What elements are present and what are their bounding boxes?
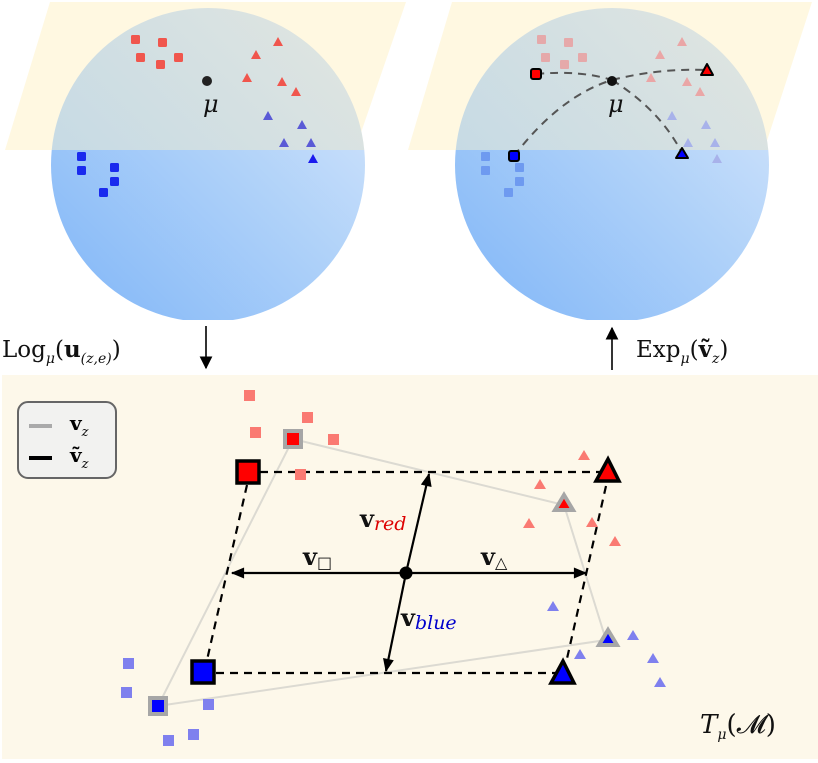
blue-triangle-point [308, 154, 318, 163]
exp-subscript: μ [680, 351, 690, 367]
red-triangle-points-faded [646, 37, 705, 96]
manifold-arg: (𝓜) [726, 710, 776, 740]
v-triangle-label: v△ [480, 542, 508, 572]
v-subscript: z [711, 351, 720, 367]
manifold-panel-left: μ [5, 2, 406, 320]
mu-label-left: μ [203, 90, 219, 118]
u-symbol: u [63, 336, 81, 363]
red-square-points [131, 35, 183, 69]
red-square-prototype [530, 68, 542, 80]
exp-map-label: Expμ(ṽz) [636, 336, 728, 367]
v-red-label: vred [359, 504, 406, 535]
tangent-space-label: Tμ(𝓜) [700, 710, 776, 743]
red-triangle-vz-tilde [593, 455, 622, 483]
legend: vz ṽz [17, 401, 117, 479]
blue-triangle-points-faded [547, 601, 666, 687]
paren-open: ( [689, 337, 699, 363]
tangent-space-panel: vred vblue v□ v△ [2, 375, 818, 759]
red-square-vz-tilde [235, 459, 261, 485]
v-blue-arrow [383, 572, 408, 673]
red-triangle-vz [551, 491, 577, 512]
manifold-panel-right: μ [408, 2, 812, 320]
log-subscript: μ [45, 351, 55, 367]
red-square-points-faded [244, 390, 339, 480]
red-square-points-faded [537, 35, 587, 69]
legend-label-vz-tilde: ṽz [70, 443, 89, 472]
mean-point [202, 76, 212, 86]
log-prefix: Log [2, 337, 46, 363]
paren-close: ) [719, 337, 729, 363]
blue-triangle-vz-tilde [548, 657, 577, 685]
blue-triangle-vz [595, 626, 621, 647]
mu-label-right: μ [608, 90, 624, 118]
blue-square-points-faded [121, 658, 214, 746]
v-tilde-symbol: ṽ [698, 336, 712, 363]
paren-open: ( [54, 337, 64, 363]
red-triangle-points [242, 37, 301, 96]
blue-square-prototype [508, 150, 520, 162]
v-red-arrow [404, 472, 432, 574]
tangent-space-background [2, 375, 818, 759]
red-triangle-prototype [700, 63, 714, 76]
sphere-lower [51, 150, 365, 320]
tangent-origin [399, 566, 413, 580]
red-square-vz [283, 429, 303, 449]
mean-point [607, 76, 617, 86]
black-line-icon [29, 455, 52, 460]
legend-label-vz: vz [70, 411, 89, 440]
blue-square-vz-tilde [190, 659, 216, 685]
legend-item-vz-tilde: ṽz [29, 443, 88, 472]
gray-line-icon [29, 423, 52, 428]
log-map-label: Logμ(u(z,e)) [2, 336, 121, 367]
t-symbol: T [700, 710, 718, 740]
blue-triangle-prototype [675, 147, 689, 159]
exp-prefix: Exp [636, 337, 681, 363]
sphere-lower [455, 150, 769, 320]
attribute-vectors [230, 472, 588, 673]
u-subscript: (z,e) [80, 351, 112, 367]
paren-close: ) [111, 337, 121, 363]
geodesic-curves [513, 68, 708, 157]
v-blue-label: vblue [400, 603, 457, 634]
v-square-label: v□ [302, 542, 332, 572]
red-triangle-points-faded [523, 450, 621, 546]
t-subscript: μ [717, 727, 727, 743]
blue-square-vz [148, 696, 168, 716]
blue-square-points [77, 152, 119, 197]
blue-square-points-faded [481, 152, 524, 197]
blue-triangle-points-faded [667, 111, 722, 163]
legend-item-vz: vz [29, 411, 88, 440]
blue-triangle-points-faded [263, 111, 316, 147]
